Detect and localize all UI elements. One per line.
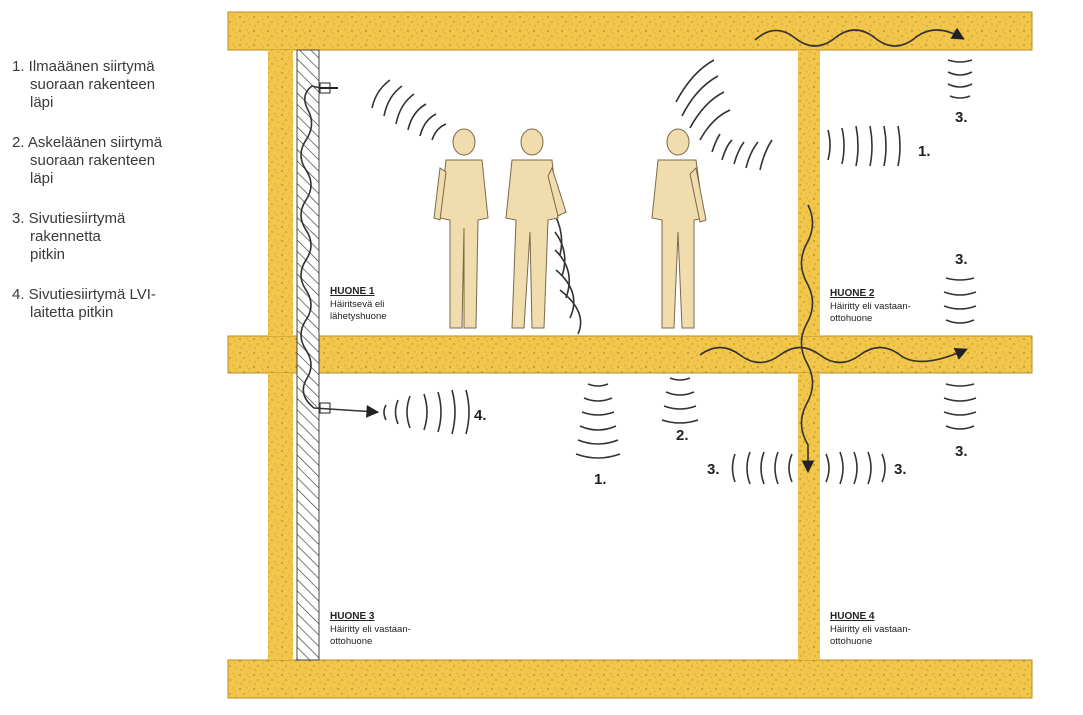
left-wall-lower	[268, 373, 293, 660]
room-1-label: HUONE 1 Häiritsevä eli lähetyshuone	[330, 286, 387, 322]
legend-item-3-line-2: rakennetta	[30, 228, 101, 245]
room-4-desc-line-2: ottohuone	[830, 636, 872, 647]
path-number-labels: 1. 1. 2. 3. 3. 3. 3. 3. 4.	[474, 109, 968, 488]
path-label-3-right: 3.	[894, 461, 907, 478]
legend-item-4-line-2: laitetta pitkin	[30, 304, 114, 321]
duct-grille-bottom	[319, 402, 331, 414]
duct-waves-room3	[383, 389, 470, 435]
path-label-2: 2.	[676, 427, 689, 444]
path-label-1-room2: 1.	[918, 143, 931, 160]
room-2-title: HUONE 2	[830, 288, 875, 299]
legend-item-3-line-3: pitkin	[30, 246, 66, 263]
room-3-desc-line-1: Häiritty eli vastaan-	[330, 624, 411, 635]
room-3-label: HUONE 3 Häiritty eli vastaan- ottohuone	[330, 611, 411, 647]
path-label-3-top: 3.	[955, 109, 968, 126]
room-1-desc-line-2: lähetyshuone	[330, 311, 387, 322]
airborne-waves-to-room2	[675, 59, 901, 171]
flanking-waves-room3-left	[731, 451, 793, 485]
flanking-floor-path	[699, 346, 968, 364]
legend-item-4: 4. Sivutiesiirtymä LVI- laitetta pitkin	[12, 286, 212, 322]
person-figure-1	[433, 128, 489, 329]
path-label-3-left: 3.	[707, 461, 720, 478]
legend-item-3-title: 3. Sivutiesiirtymä	[12, 210, 126, 227]
room-3-desc-line-2: ottohuone	[330, 636, 372, 647]
legend-item-2-title: 2. Askeläänen siirtymä	[12, 134, 163, 151]
legend: 1. Ilmaäänen siirtymä suoraan rakenteen …	[12, 58, 212, 344]
building-structure	[227, 11, 1033, 699]
room-4-label: HUONE 4 Häiritty eli vastaan- ottohuone	[830, 611, 911, 647]
legend-item-1-title: 1. Ilmaäänen siirtymä	[12, 58, 155, 75]
room-4-title: HUONE 4	[830, 611, 875, 622]
center-wall-upper	[798, 50, 820, 336]
legend-item-2-line-2: suoraan rakenteen	[30, 152, 156, 169]
flanking-waves-room4	[943, 383, 977, 430]
path-label-4: 4.	[474, 407, 487, 424]
legend-item-4-title: 4. Sivutiesiirtymä LVI-	[12, 286, 156, 303]
person-figures	[433, 128, 707, 329]
sound-waves	[371, 59, 977, 485]
duct-wavy-line	[300, 85, 380, 418]
flanking-wall-path	[800, 204, 815, 474]
left-wall-upper	[268, 50, 293, 336]
path-label-3-mid-lower: 3.	[955, 443, 968, 460]
legend-item-1-line-2: suoraan rakenteen	[30, 76, 156, 93]
impact-waves-room3	[661, 377, 699, 424]
legend-item-3: 3. Sivutiesiirtymä rakennetta pitkin	[12, 210, 212, 264]
flanking-waves-room2-bottom	[943, 277, 977, 324]
flanking-roof-path	[754, 27, 965, 47]
legend-item-2: 2. Askeläänen siirtymä suoraan rakenteen…	[12, 134, 212, 188]
room-1-title: HUONE 1	[330, 286, 375, 297]
airborne-waves-room3	[575, 383, 621, 459]
flanking-waves-room4-right	[825, 451, 886, 485]
person-figure-2	[505, 128, 567, 329]
path-label-3-mid-upper: 3.	[955, 251, 968, 268]
duct-grille-top	[319, 82, 331, 94]
path-label-1-room3: 1.	[594, 471, 607, 488]
center-wall-lower	[798, 373, 820, 660]
flanking-paths	[699, 27, 968, 474]
legend-item-1: 1. Ilmaäänen siirtymä suoraan rakenteen …	[12, 58, 212, 112]
bottom-floor-slab	[227, 659, 1033, 699]
room-2-label: HUONE 2 Häiritty eli vastaan- ottohuone	[830, 288, 911, 324]
person-figure-3	[651, 128, 707, 329]
legend-item-2-line-3: läpi	[30, 170, 54, 187]
legend-item-1-line-3: läpi	[30, 94, 54, 111]
room-2-desc-line-1: Häiritty eli vastaan-	[830, 301, 911, 312]
room-2-desc-line-2: ottohuone	[830, 313, 872, 324]
flanking-waves-room2-top	[947, 59, 973, 99]
room-1-desc-line-1: Häiritsevä eli	[330, 299, 384, 310]
middle-floor-slab	[227, 335, 1033, 374]
hvac-duct-path	[300, 82, 380, 418]
room-3-title: HUONE 3	[330, 611, 375, 622]
room-4-desc-line-1: Häiritty eli vastaan-	[830, 624, 911, 635]
impact-waves-room1	[554, 214, 582, 335]
roof-slab	[227, 11, 1033, 51]
airborne-waves-room1	[371, 79, 447, 141]
